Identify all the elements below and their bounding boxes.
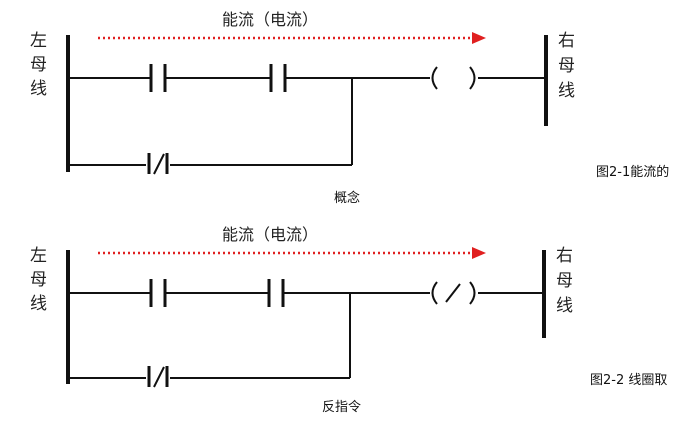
nc-contact-slash [153,366,165,388]
right-rail-label-char: 线 [556,296,573,316]
output-coil [469,66,476,90]
ladder-diagram-2: 能流（电流） 左 母 线 右 母 线 [30,225,667,415]
nc-contact-slash [153,153,165,175]
negated-coil-slash [445,283,461,303]
negated-output-coil [431,281,438,305]
power-flow-arrowhead [472,247,486,259]
power-flow-label: 能流（电流） [222,225,318,244]
output-coil [431,66,438,90]
power-flow-label: 能流（电流） [222,10,318,29]
left-rail-label-char: 线 [30,294,47,314]
right-rail-label-char: 母 [556,271,573,291]
figure-caption: 图2-2 线圈取 [590,373,667,388]
power-flow-arrowhead [472,32,486,44]
left-rail-label-char: 线 [30,79,47,99]
figure-caption-continued: 概念 [334,190,360,206]
left-rail-label-char: 母 [30,270,47,290]
right-rail-label-char: 线 [558,81,575,101]
left-rail-label-char: 母 [30,55,47,75]
left-rail-label-char: 左 [30,246,47,266]
figure-caption-continued: 反指令 [322,400,361,415]
right-rail-label-char: 右 [558,31,575,51]
right-rail-label-char: 右 [556,246,573,266]
ladder-diagram-1: 能流（电流） 左 母 线 右 母 线 图 [30,10,669,206]
figure-caption: 图2-1能流的 [596,164,669,180]
left-rail-label-char: 左 [30,31,47,51]
right-rail-label-char: 母 [558,56,575,76]
negated-output-coil [469,281,476,305]
